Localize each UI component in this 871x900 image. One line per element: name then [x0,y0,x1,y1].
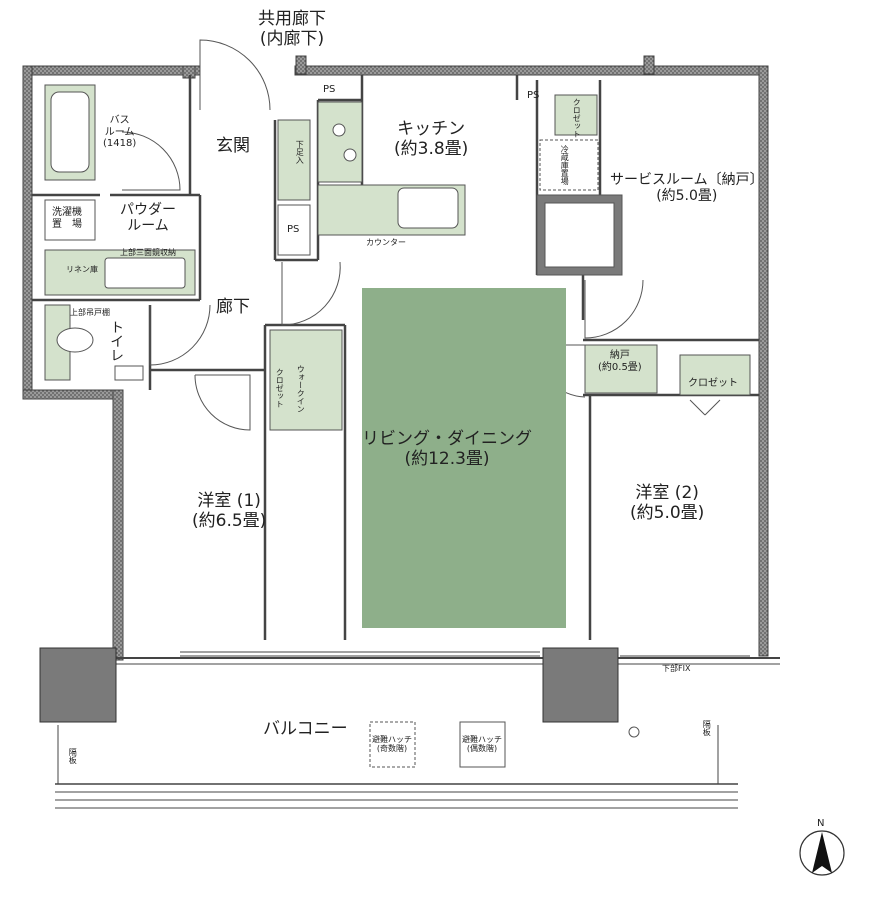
exterior-walls [22,55,769,661]
ps-label-top-right: PS [527,90,540,101]
walkin-closet [269,329,343,431]
corridor-label: 共用廊下(内廊下) [258,9,326,49]
pillar-right [542,647,619,723]
living-floor [362,288,566,628]
balcony-outline [55,657,780,809]
fridge-label: 冷蔵庫置場 [560,145,570,185]
powder-room-label: パウダールーム [120,202,176,235]
room1-label: 洋室 (1)(約6.5畳) [192,491,267,531]
fix-note: 下部FIX [662,664,691,673]
small-closet [554,94,598,136]
shelf-note: 上部三面鏡収納 [120,248,176,257]
storage-box [584,344,658,394]
washer-label: 洗濯機置 場 [52,207,82,230]
fridge-space [539,139,599,191]
entrance-label: 玄関 [216,136,250,156]
balcony-label: バルコニー [263,719,348,739]
ps-box-left [277,204,311,256]
living-label: リビング・ダイニング(約12.3畳) [362,429,532,469]
toilet-shelf-label: 上部吊戸棚 [70,308,110,317]
kitchen-label: キッチン(約3.8畳) [394,119,469,159]
hatch-odd-box [369,721,416,768]
toilet-label: トイレ [108,320,125,362]
hatch-even-label: 避難ハッチ(偶数階) [462,735,502,754]
washer-space [44,199,96,241]
room2-label: 洋室 (2)(約5.0畳) [630,483,705,523]
linen-label: リネン庫 [66,265,98,274]
partition-left: 隔板 [68,748,78,764]
storage-label: 納戸(約0.5畳) [598,350,642,373]
hallway-label: 廊下 [216,297,250,317]
north-label: N [817,818,825,829]
ps-label-left: PS [287,224,300,235]
ps-label-top-left: PS [323,84,336,95]
hatch-even-box [459,721,506,768]
counter-label: カウンター [366,238,406,247]
small-closet-label: クロゼット [572,98,582,138]
walkin-closet-label: クロゼット [275,368,285,408]
walkin-label: ウォークイン [296,365,306,413]
service-room-label: サービスルーム〔納戸〕(約5.0畳) [610,172,764,205]
kitchen-stove [317,101,363,183]
bath-label: バスルーム(1418) [103,115,137,149]
balcony-windows [180,651,750,657]
partition-right: 隔板 [702,720,712,736]
closet2-label: クロゼット [688,378,738,389]
shoe-cabinet [277,119,311,201]
hatch-odd-label: 避難ハッチ(奇数階) [372,735,412,754]
pillar-left [39,647,117,723]
north-compass [799,830,845,876]
closet-box [679,354,751,396]
shoe-cabinet-label: 下足入 [295,140,305,164]
fixtures [44,84,751,768]
